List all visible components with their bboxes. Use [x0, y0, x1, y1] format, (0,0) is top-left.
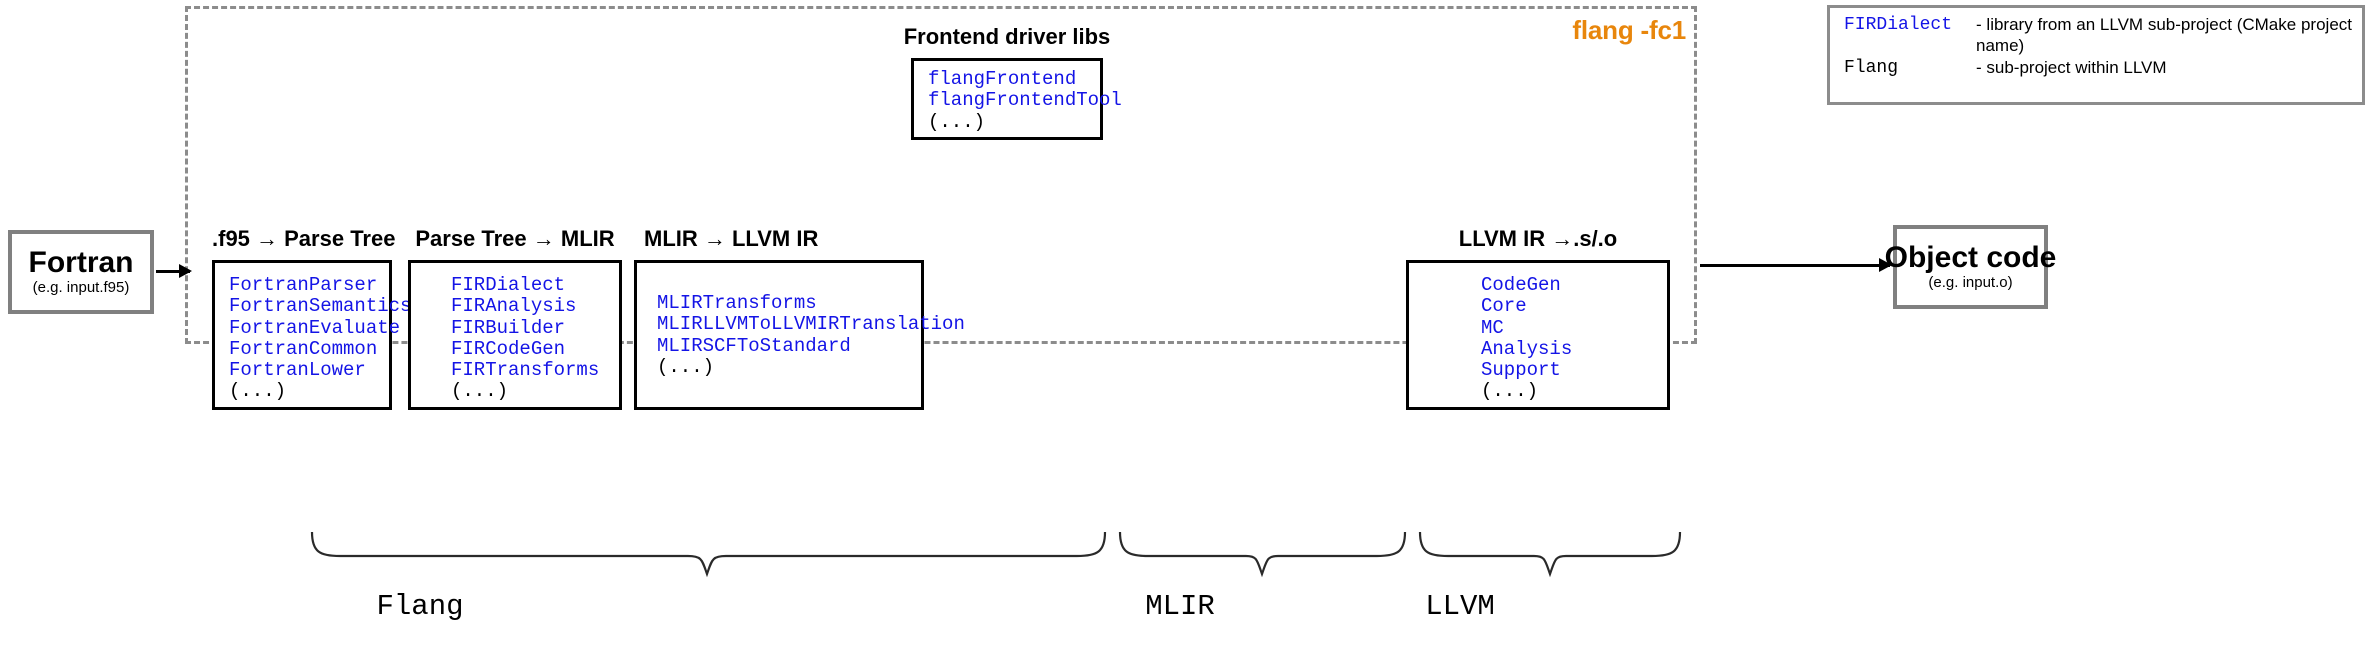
- input-title: Fortran: [28, 245, 134, 279]
- lib-item-ellipsis: (...): [928, 110, 986, 133]
- legend-term: Flang: [1844, 57, 1899, 78]
- stage-mlir-to-llvm-ir: MLIR → LLVM IR MLIRTransforms MLIRLLVMTo…: [634, 226, 965, 410]
- stage-title: .f95 → Parse Tree: [212, 226, 396, 251]
- arrow-frontend-to-output: [1700, 258, 1892, 272]
- frontend-driver-title: Frontend driver libs: [903, 24, 1111, 49]
- lib-item: flangFrontend: [928, 68, 1077, 90]
- lib-item: FIRTransforms: [451, 359, 600, 382]
- lib-item: MLIRSCFToStandard: [657, 334, 851, 357]
- output-title: Object code: [1884, 240, 2057, 274]
- lib-item: FortranCommon: [229, 337, 378, 360]
- stage-lib-box: FIRDialect FIRAnalysis FIRBuilder FIRCod…: [408, 260, 622, 410]
- lib-item: Analysis: [1481, 337, 1573, 360]
- legend-description: - sub-project within LLVM: [1976, 57, 2167, 77]
- lib-item: FortranSemantics: [229, 295, 412, 318]
- stage-title: LLVM IR →.s/.o: [1458, 226, 1618, 251]
- lib-item: FIRDialect: [451, 274, 566, 296]
- input-subtitle: (e.g. input.f95): [32, 279, 130, 297]
- frontend-driver-group: Frontend driver libs flangFrontend flang…: [852, 26, 1162, 140]
- output-object-code-box: Object code (e.g. input.o): [1885, 225, 2056, 309]
- lib-item: FortranLower: [229, 359, 366, 382]
- arrow-input-to-frontend: [156, 264, 192, 278]
- stage-lib-box: MLIRTransforms MLIRLLVMToLLVMIRTranslati…: [634, 260, 965, 410]
- lib-item: FIRAnalysis: [451, 295, 577, 318]
- lib-item: FIRBuilder: [451, 316, 566, 339]
- legend-row: FIRDialect - library from an LLVM sub-pr…: [1844, 14, 2352, 57]
- lib-item-ellipsis: (...): [1481, 380, 1539, 403]
- legend-description: - library from an LLVM sub-project (CMak…: [1976, 15, 2352, 56]
- stage-lib-box: CodeGen Core MC Analysis Support (...): [1406, 260, 1670, 410]
- stage-title: MLIR → LLVM IR: [644, 226, 819, 251]
- output-subtitle: (e.g. input.o): [1928, 274, 2013, 292]
- stage-llvm-ir-to-object: LLVM IR →.s/.o CodeGen Core MC Analysis …: [1406, 228, 1670, 410]
- group-braces: Flang MLIR LLVM: [0, 530, 2379, 650]
- lib-item: MLIRTransforms: [657, 292, 817, 314]
- stage-parse-tree-to-mlir: Parse Tree → MLIR FIRDialect FIRAnalysis…: [408, 228, 622, 410]
- stage-lib-box: FortranParser FortranSemantics FortranEv…: [212, 260, 412, 410]
- stage-f95-to-parse-tree: .f95 → Parse Tree FortranParser FortranS…: [212, 226, 412, 410]
- lib-item: Support: [1481, 359, 1561, 382]
- lib-item: Core: [1481, 295, 1527, 318]
- flang-fc1-label: flang -fc1: [1572, 15, 1686, 45]
- legend-row: Flang - sub-project within LLVM: [1844, 57, 2352, 80]
- lib-item: flangFrontendTool: [928, 89, 1122, 112]
- group-label-llvm: LLVM: [1425, 590, 1495, 623]
- lib-item: FIRCodeGen: [451, 337, 566, 360]
- lib-item: FortranEvaluate: [229, 316, 401, 339]
- lib-item: MC: [1481, 316, 1504, 339]
- frontend-driver-lib-box: flangFrontend flangFrontendTool (...): [911, 58, 1122, 140]
- input-fortran-box: Fortran (e.g. input.f95): [8, 230, 154, 314]
- lib-item-ellipsis: (...): [451, 380, 509, 403]
- brace-paths: [310, 531, 1682, 578]
- lib-item: MLIRLLVMToLLVMIRTranslation: [657, 313, 965, 336]
- group-label-mlir: MLIR: [1145, 590, 1215, 623]
- lib-item: FortranParser: [229, 274, 378, 296]
- legend-box: FIRDialect - library from an LLVM sub-pr…: [1827, 5, 2365, 105]
- stage-title: Parse Tree → MLIR: [415, 226, 615, 251]
- group-label-flang: Flang: [376, 590, 464, 623]
- lib-item: CodeGen: [1481, 274, 1561, 296]
- flang-fc1-region: flang -fc1: [185, 6, 1697, 344]
- lib-item-ellipsis: (...): [229, 380, 287, 403]
- lib-item-ellipsis: (...): [657, 355, 715, 378]
- legend-term: FIRDialect: [1844, 15, 1953, 35]
